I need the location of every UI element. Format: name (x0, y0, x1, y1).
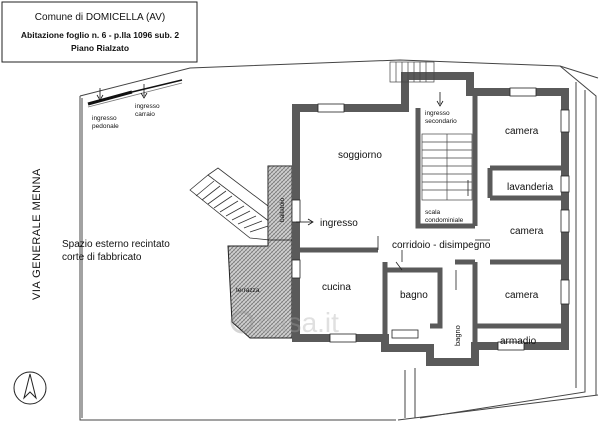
label-stair-2: condominiale (425, 217, 464, 224)
label-entrance-carriage-1: ingresso (135, 103, 160, 110)
room-bedroom-3: camera (505, 290, 539, 301)
entrance-gate (87, 79, 183, 108)
room-entrance: ingresso (320, 218, 358, 229)
label-stair-1: scala (425, 209, 441, 216)
room-bedroom-2: camera (510, 226, 544, 237)
room-bath-2: bagno (453, 325, 462, 346)
exterior-stairs (189, 167, 277, 241)
title-line-1: Comune di DOMICELLA (AV) (35, 12, 165, 23)
label-entrance-pedestrian-2: pedonale (92, 123, 119, 130)
title-line-3: Piano Rialzato (71, 43, 129, 53)
north-arrow-icon (13, 371, 47, 405)
room-wardrobe: armadio (500, 336, 537, 347)
watermark: casa.it (230, 307, 339, 338)
outdoor-label-2: corte di fabbricato (62, 252, 142, 263)
windows (291, 87, 570, 351)
doors (377, 180, 490, 290)
outdoor-label-1: Spazio esterno recintato (62, 239, 170, 250)
label-entrance-carriage-2: carraio (135, 111, 155, 118)
room-corridor: corridoio - disimpegno (392, 240, 491, 251)
street-label: VIA GENERALE MENNA (31, 168, 43, 300)
condominium-stair (421, 133, 473, 201)
room-bath-1: bagno (400, 290, 428, 301)
watermark-text: casa.it (258, 307, 339, 338)
lot-boundary (79, 59, 599, 421)
title-block: Comune di DOMICELLA (AV) Abitazione fogl… (1, 1, 198, 63)
label-entrance-pedestrian-1: ingresso (92, 115, 117, 122)
title-line-2: Abitazione foglio n. 6 - p.lla 1096 sub.… (21, 30, 179, 40)
rear-steps (389, 61, 435, 83)
room-bedroom-1: camera (505, 126, 539, 137)
label-secondary-entrance-1: ingresso (425, 110, 450, 117)
room-kitchen: cucina (322, 282, 351, 293)
label-secondary-entrance-2: secondario (425, 118, 457, 125)
room-living: soggiorno (338, 150, 382, 161)
entry-arrows (296, 92, 444, 226)
balcony-label: ballatoio (279, 197, 286, 222)
inner-walls (296, 96, 565, 346)
terrace-label: terrazza (236, 287, 260, 294)
room-laundry: lavanderia (507, 182, 554, 193)
